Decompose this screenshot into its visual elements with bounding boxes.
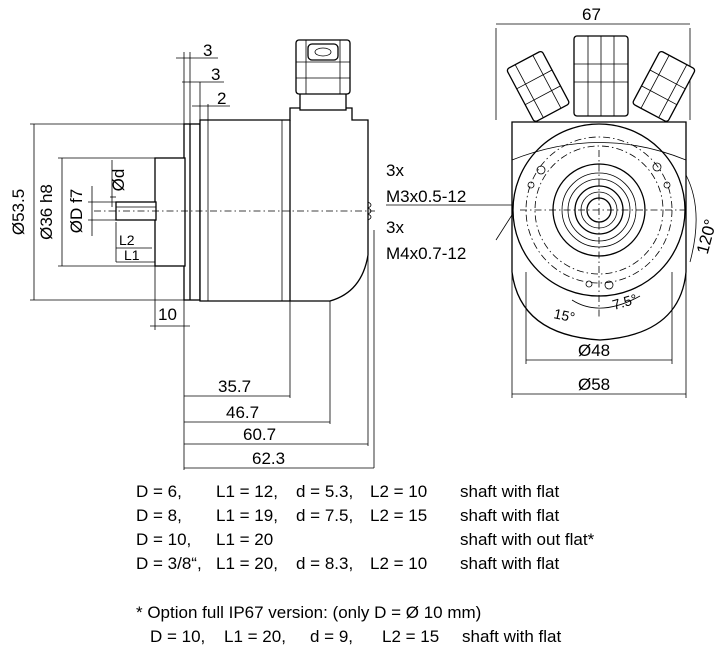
technical-drawing: 3 3 2 Ø53.5 Ø36 h8 ØD f7 Ød L2 L1 10 [9, 5, 720, 470]
dim-top-2: 3 [211, 65, 220, 84]
cell-l1: L1 = 12, [216, 482, 278, 501]
cell-desc: shaft with flat [460, 554, 560, 573]
table-row: D = 6, L1 = 12, d = 5.3, L2 = 10 shaft w… [136, 480, 630, 504]
dim-67: 67 [582, 5, 601, 24]
cell-l2: L2 = 10 [370, 554, 428, 573]
cell-d-cap: D = 3/8“, [136, 554, 202, 573]
cell-d: d = 7.5, [296, 506, 354, 525]
cell-desc: shaft with flat [460, 506, 560, 525]
note-l2: L2 = 15 [382, 627, 440, 646]
note-d-cap: D = 10, [150, 627, 206, 646]
dim-l1: L1 [124, 247, 140, 263]
ip67-note: * Option full IP67 version: (only D = Ø … [136, 601, 561, 649]
cell-d-cap: D = 6, [136, 482, 182, 501]
cell-d [296, 528, 370, 552]
cable-gland-centre [573, 35, 629, 117]
dim-dD: ØD f7 [67, 189, 86, 233]
thread-m3: M3x0.5-12 [386, 187, 466, 206]
mounting-holes [527, 162, 671, 290]
shaft-table: D = 6, L1 = 12, d = 5.3, L2 = 10 shaft w… [136, 480, 630, 576]
angle-7-5: 7.5° [610, 291, 639, 313]
housing [199, 107, 369, 302]
cable-gland-side [295, 39, 351, 111]
note-line-2: D = 10, L1 = 20, d = 9, L2 = 15 shaft wi… [136, 625, 561, 649]
cell-l1: L1 = 19, [216, 506, 278, 525]
dim-62-3: 62.3 [252, 449, 285, 468]
note-desc: shaft with flat [462, 627, 562, 646]
dim-d48: Ø48 [578, 341, 610, 360]
angle-15: 15° [552, 305, 576, 325]
cell-d-cap: D = 8, [136, 506, 182, 525]
thread-m4: M4x0.7-12 [386, 244, 466, 263]
dim-46-7: 46.7 [226, 403, 259, 422]
note-line-1: * Option full IP67 version: (only D = Ø … [136, 603, 482, 622]
dim-d53: Ø53.5 [9, 189, 28, 235]
dim-flange: 10 [158, 305, 177, 324]
dim-d58: Ø58 [578, 375, 610, 394]
front-housing [511, 121, 687, 341]
cell-d: d = 8.3, [296, 554, 354, 573]
dim-top-3: 2 [217, 89, 226, 108]
cell-l2 [370, 528, 460, 552]
thread-count-2: 3x [386, 218, 404, 237]
front-view: 67 [495, 5, 720, 398]
cell-desc: shaft with out flat* [460, 530, 595, 549]
cell-d: d = 5.3, [296, 482, 354, 501]
thread-count-1: 3x [386, 161, 404, 180]
dim-35-7: 35.7 [218, 377, 251, 396]
dim-l2: L2 [119, 232, 135, 248]
cell-l2: L2 = 10 [370, 482, 428, 501]
shaft [115, 201, 157, 221]
spigot [154, 157, 186, 267]
table-row: D = 10, L1 = 20 shaft with out flat* [136, 528, 630, 552]
note-l1: L1 = 20, [224, 627, 286, 646]
cell-l1: L1 = 20, [216, 554, 278, 573]
side-view: 3 3 2 Ø53.5 Ø36 h8 ØD f7 Ød L2 L1 10 [9, 39, 375, 470]
thread-callouts: 3x M3x0.5-12 3x M4x0.7-12 [386, 161, 534, 263]
dim-d36: Ø36 h8 [37, 184, 56, 240]
dim-top-1: 3 [203, 41, 212, 60]
cable-gland-right [632, 50, 696, 122]
cell-l2: L2 = 15 [370, 506, 428, 525]
table-row: D = 3/8“, L1 = 20, d = 8.3, L2 = 10 shaf… [136, 552, 630, 576]
cell-d-cap: D = 10, [136, 530, 192, 549]
cell-desc: shaft with flat [460, 482, 560, 501]
cable-gland-left [506, 50, 570, 122]
table-row: D = 8, L1 = 19, d = 7.5, L2 = 15 shaft w… [136, 504, 630, 528]
flange [183, 123, 201, 301]
cell-l1: L1 = 20 [216, 530, 274, 549]
dim-60-7: 60.7 [243, 425, 276, 444]
note-d: d = 9, [310, 627, 354, 646]
angle-120: 120° [693, 217, 720, 256]
dim-dd: Ød [109, 169, 128, 192]
